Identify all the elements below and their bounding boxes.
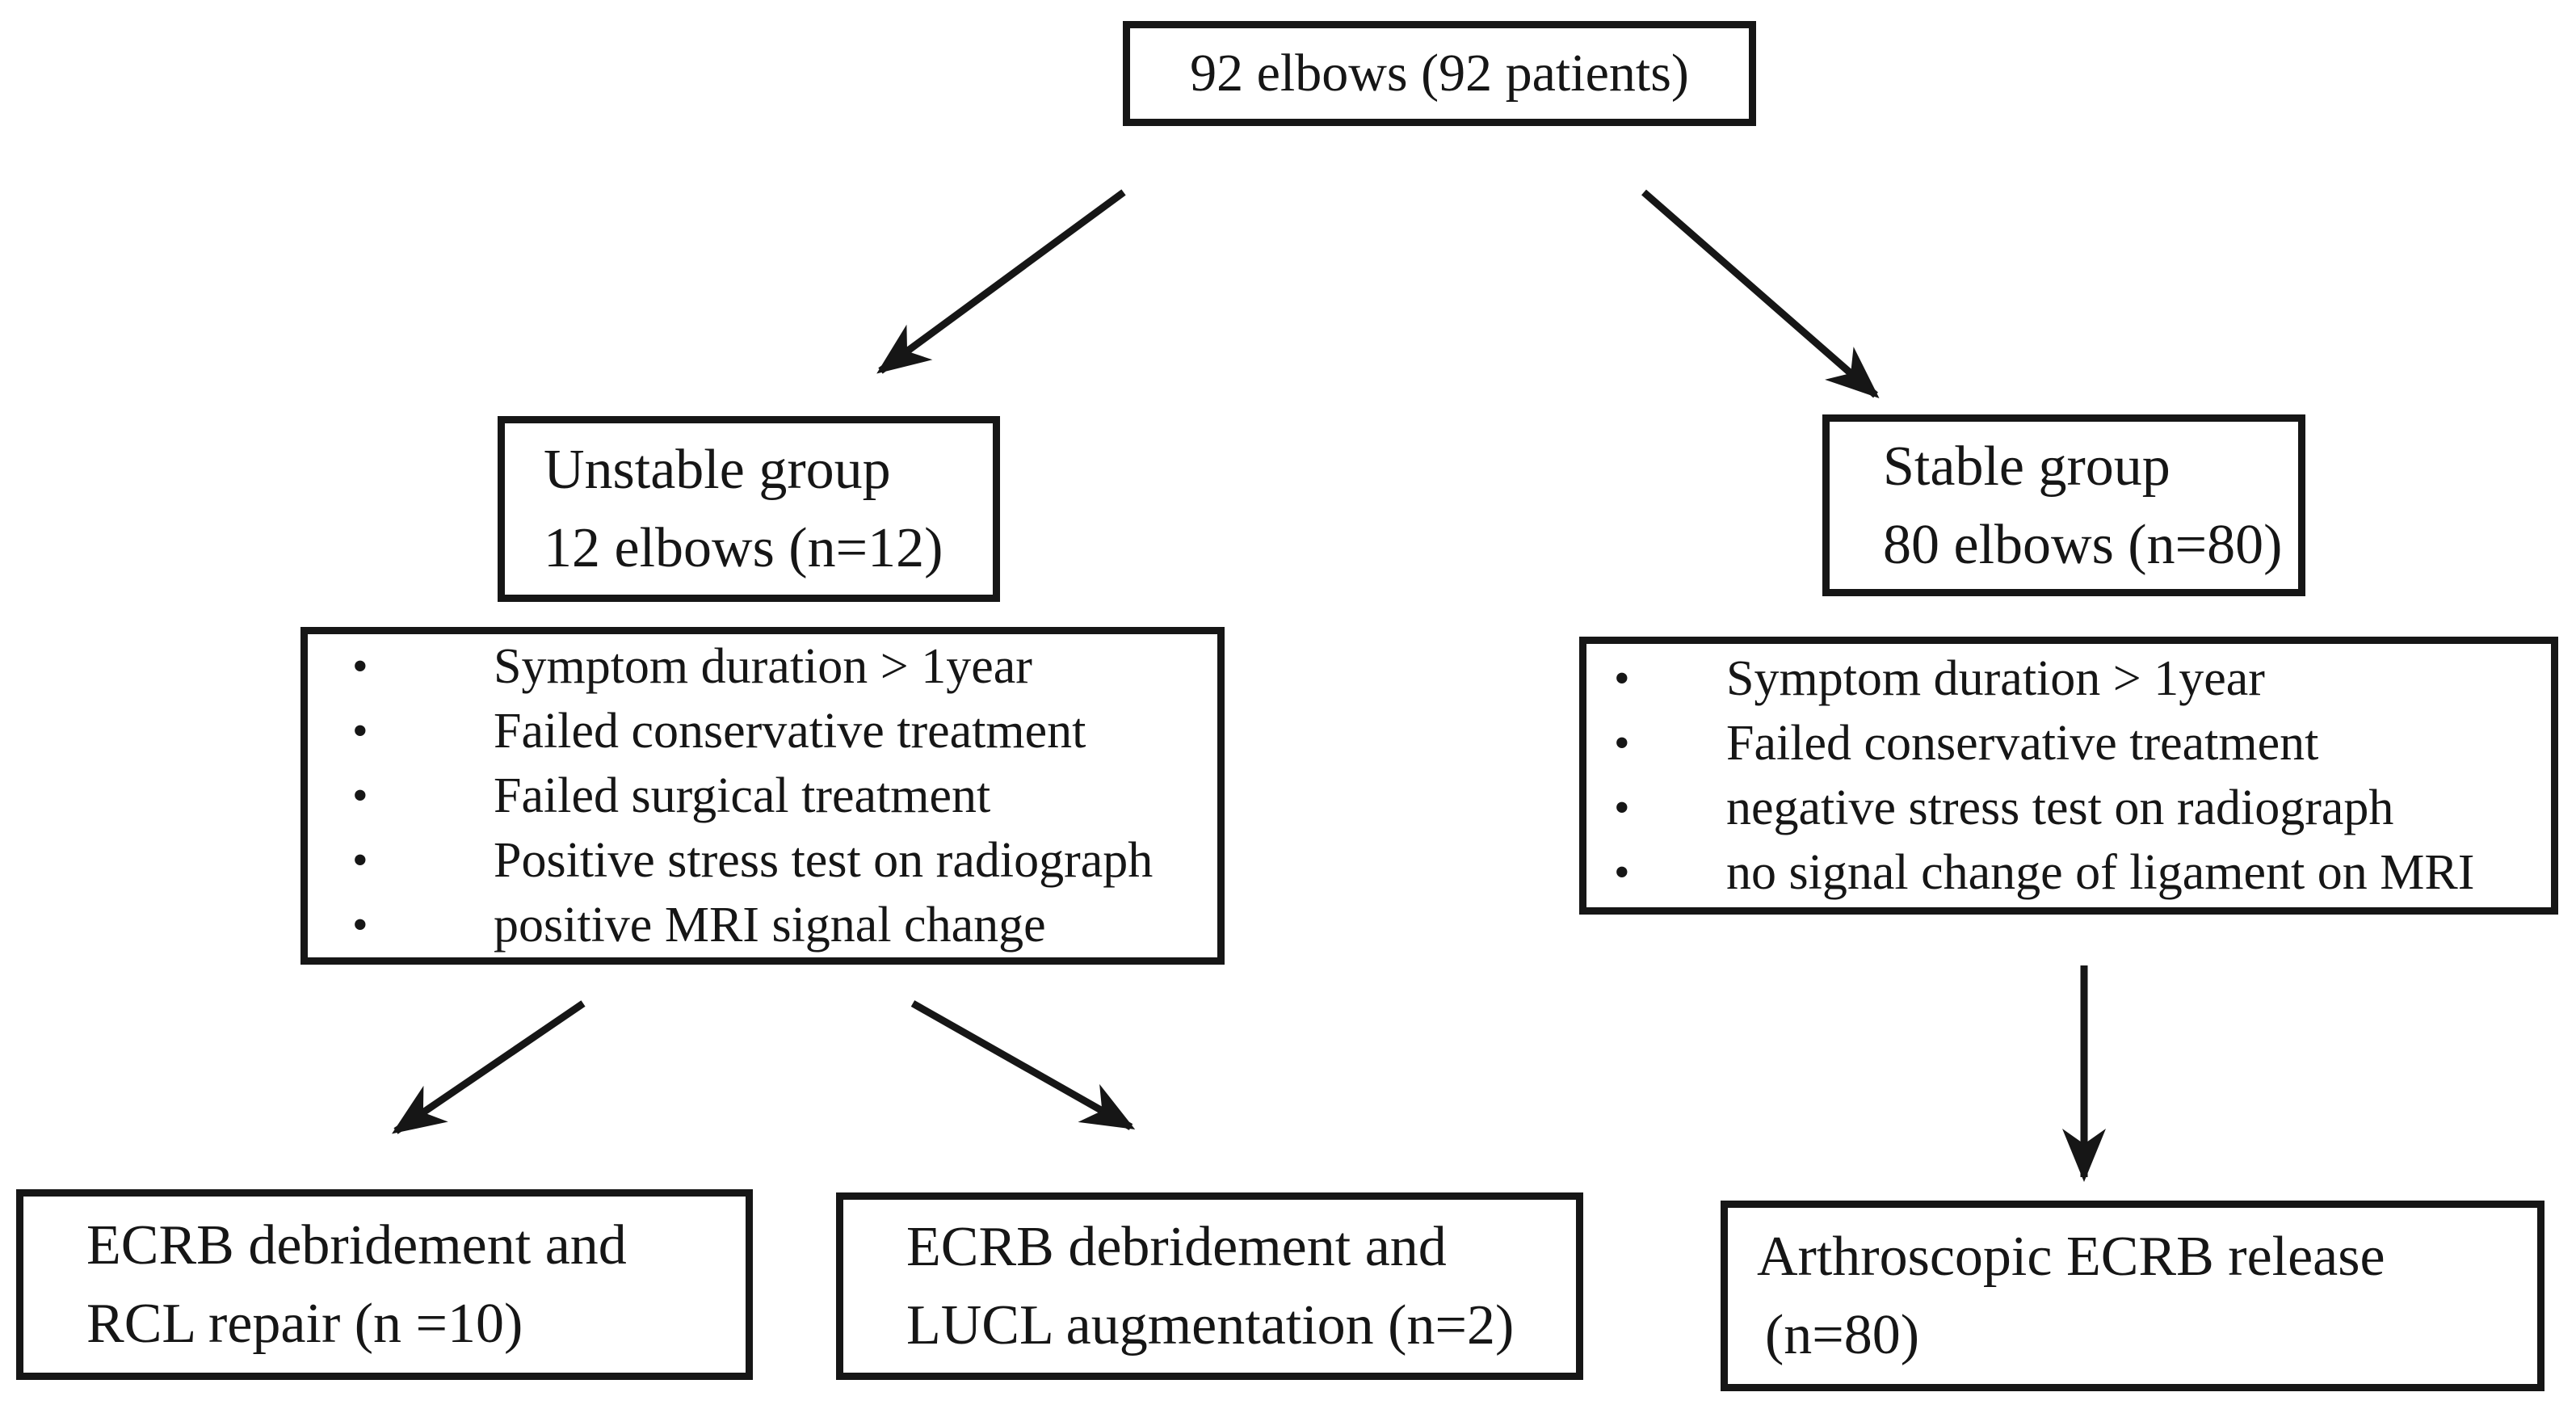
criteria-item: Failed conservative treatment	[308, 699, 1217, 763]
arrow-root-to-unstable-group	[876, 189, 1126, 374]
node-text-line: Arthroscopic ECRB release	[1757, 1226, 2385, 1288]
arrow-root-to-stable-group	[1641, 189, 1880, 398]
node-unstable-criteria: Symptom duration > 1year Failed conserva…	[300, 627, 1225, 965]
criteria-item: positive MRI signal change	[308, 893, 1217, 957]
criteria-item: Positive stress test on radiograph	[308, 828, 1217, 893]
criteria-item: negative stress test on radiograph	[1586, 776, 2551, 840]
node-stable-criteria: Symptom duration > 1year Failed conserva…	[1579, 637, 2558, 915]
node-text-line: Unstable group	[544, 439, 891, 501]
node-stable-group: Stable group 80 elbows (n=80)	[1822, 414, 2305, 596]
unstable-criteria-list: Symptom duration > 1year Failed conserva…	[308, 634, 1217, 957]
stable-criteria-list: Symptom duration > 1year Failed conserva…	[1586, 646, 2551, 905]
node-text-line: (n=80)	[1765, 1304, 1920, 1366]
node-text-line: RCL repair (n =10)	[86, 1293, 523, 1355]
criteria-item: no signal change of ligament on MRI	[1586, 840, 2551, 905]
criteria-item: Failed surgical treatment	[308, 763, 1217, 828]
node-outcome-rcl-repair: ECRB debridement and RCL repair (n =10)	[16, 1189, 753, 1380]
node-text-line: ECRB debridement and	[906, 1216, 1447, 1278]
node-text-line: ECRB debridement and	[86, 1214, 627, 1277]
node-text-line: LUCL augmentation (n=2)	[906, 1294, 1515, 1356]
criteria-item: Symptom duration > 1year	[1586, 646, 2551, 711]
node-total-elbows-label: 92 elbows (92 patients)	[1190, 44, 1689, 103]
node-outcome-lucl-augmentation: ECRB debridement and LUCL augmentation (…	[836, 1192, 1583, 1380]
arrow-unstable-criteria-to-rcl-outcome	[392, 1000, 586, 1134]
node-outcome-arthroscopic-release: Arthroscopic ECRB release (n=80)	[1721, 1201, 2544, 1391]
criteria-item: Failed conservative treatment	[1586, 711, 2551, 776]
node-text-line: 12 elbows (n=12)	[544, 517, 943, 579]
node-unstable-group: Unstable group 12 elbows (n=12)	[498, 416, 1000, 602]
node-text-line: 80 elbows (n=80)	[1883, 513, 2283, 576]
node-text-line: Stable group	[1883, 435, 2170, 498]
node-total-elbows: 92 elbows (92 patients)	[1123, 21, 1756, 126]
criteria-item: Symptom duration > 1year	[308, 634, 1217, 699]
arrow-unstable-criteria-to-lucl-outcome	[910, 1000, 1136, 1130]
